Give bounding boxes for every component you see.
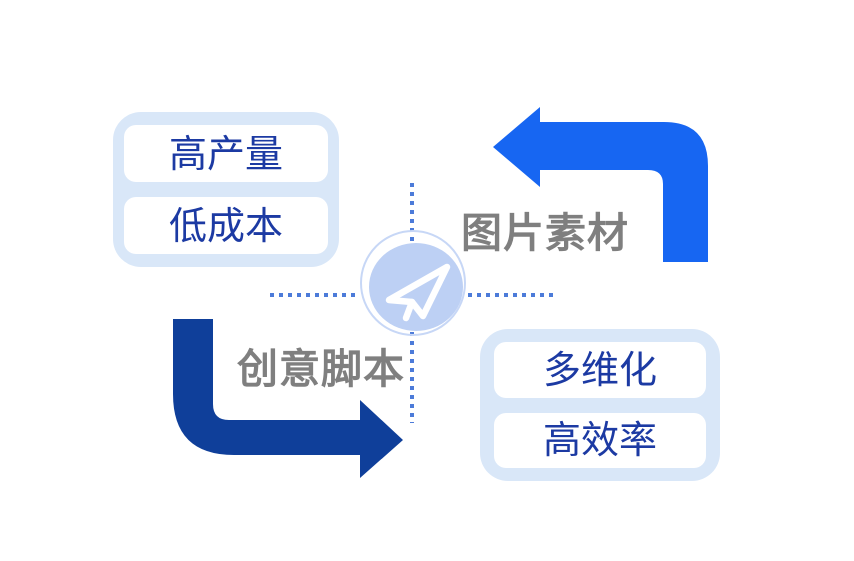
benefit-text: 高效率 (542, 418, 657, 463)
benefits-panel-top-left: 高产量 低成本 (113, 112, 339, 267)
benefit-pill: 高效率 (494, 412, 706, 468)
center-badge (360, 230, 466, 336)
paper-plane-icon (385, 263, 451, 322)
benefit-text: 高产量 (168, 131, 283, 176)
benefit-pill: 高产量 (124, 125, 328, 182)
badge-ring (360, 230, 466, 336)
benefit-text: 多维化 (542, 347, 657, 392)
benefit-pill: 多维化 (494, 342, 706, 398)
flow-label-creative-script: 创意脚本 (237, 346, 405, 392)
arrow-bottom-left (173, 319, 403, 478)
flow-label-image-material: 图片素材 (461, 210, 629, 256)
benefits-panel-bottom-right: 多维化 高效率 (480, 329, 720, 481)
benefit-text: 低成本 (168, 203, 283, 248)
dashed-crosshair (270, 183, 558, 423)
arrow-top-right (493, 107, 708, 262)
benefit-pill: 低成本 (124, 197, 328, 254)
